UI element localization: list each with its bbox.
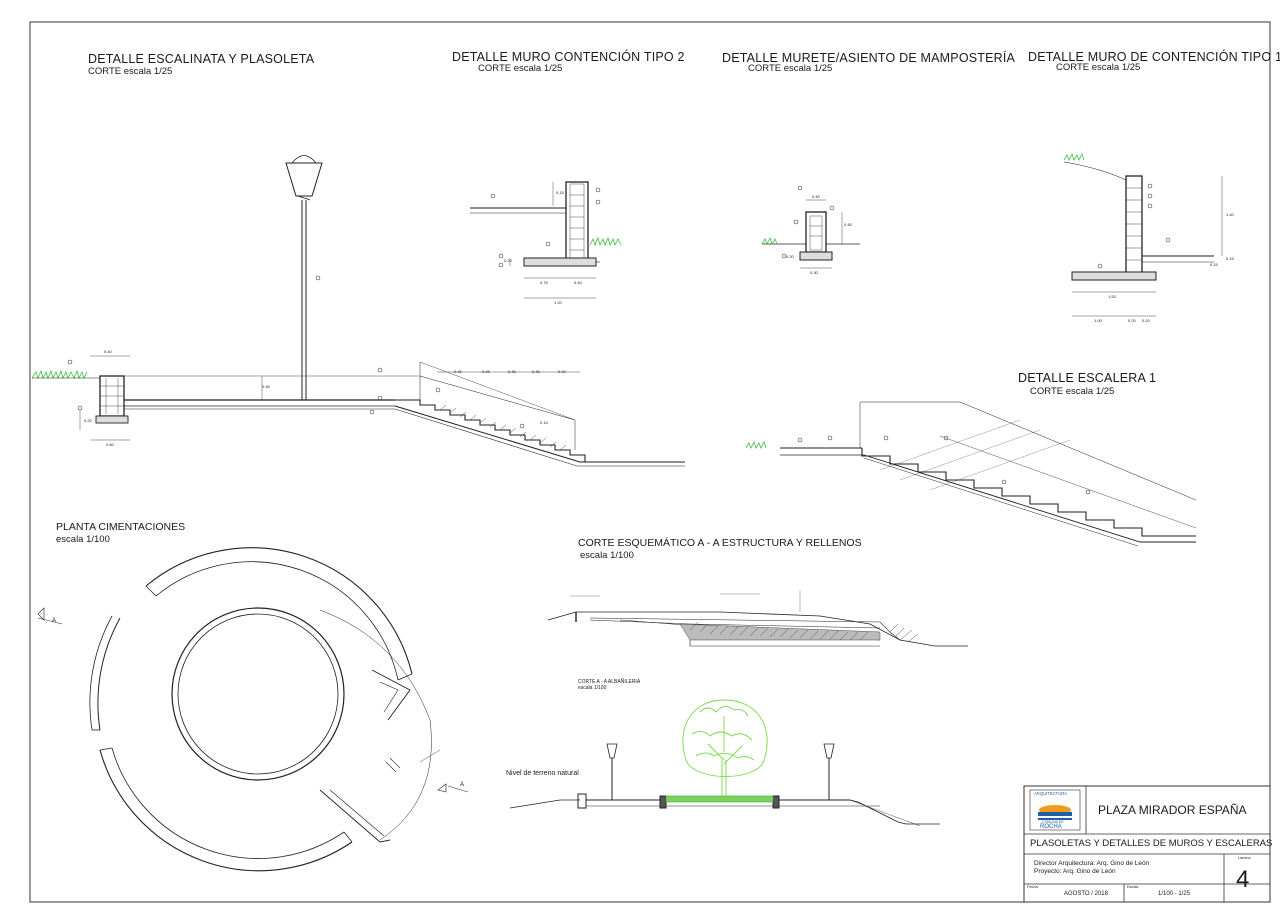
murete-subtitle: CORTE escala 1/25	[748, 63, 833, 74]
logo-sub-text: COMUNA DE	[1042, 820, 1064, 824]
logo-graphic	[1029, 789, 1081, 831]
planta-section	[37, 547, 469, 872]
lamina-number: 4	[1236, 866, 1250, 893]
logo-top-text: ARQUITECTURA	[1034, 791, 1068, 796]
dimension-label: 0.45	[454, 369, 462, 374]
corte-albanileria-section	[509, 699, 940, 827]
dimension-label: 0.75	[540, 280, 548, 285]
dimension-label: 0.45	[508, 369, 516, 374]
sheet-title: PLASOLETAS Y DETALLES DE MUROS Y ESCALER…	[1030, 838, 1273, 849]
escalera-title: DETALLE ESCALERA 1	[1018, 371, 1157, 385]
muro1-section	[1063, 152, 1223, 317]
proyecto-line: Proyecto: Arq. Gino de León	[1034, 868, 1116, 875]
muro1-subtitle: CORTE escala 1/25	[1056, 62, 1141, 73]
escalinata-title: DETALLE ESCALINATA Y PLASOLETA	[88, 52, 315, 66]
dimension-label: 0.30	[810, 270, 818, 275]
dimension-label: 0.15	[556, 190, 564, 195]
dimension-label: 0.40	[104, 349, 112, 354]
corte-esquematico-title: CORTE ESQUEMÁTICO A - A ESTRUCTURA Y REL…	[578, 537, 862, 549]
dimension-label: 0.20	[786, 254, 794, 259]
dimension-label: 1.00	[1094, 318, 1102, 323]
dimension-label: 0.45	[532, 369, 540, 374]
dimension-label: 0.40	[812, 194, 820, 199]
dimension-label: 0.15	[1226, 256, 1234, 261]
muro2-section	[470, 181, 622, 299]
fecha-label: Fecha	[1027, 885, 1038, 889]
sheet-border	[29, 21, 1271, 903]
dimension-label: 0.20	[1142, 318, 1150, 323]
director-line: Director Arquitectura: Arq. Gino de León	[1034, 860, 1150, 867]
dimension-label: 0.20	[504, 258, 512, 263]
project-name: PLAZA MIRADOR ESPAÑA	[1098, 803, 1247, 817]
murete-title: DETALLE MURETE/ASIENTO DE MAMPOSTERÍA	[722, 51, 1016, 65]
dimension-label: 0.15	[1210, 262, 1218, 267]
muro2-subtitle: CORTE escala 1/25	[478, 63, 563, 74]
dimension-label: 0.45	[844, 222, 852, 227]
lamina-label: Lamina	[1238, 856, 1251, 860]
dimension-label: 0.15	[540, 420, 548, 425]
cut-mark-left: A	[52, 618, 57, 624]
escalinata-subtitle: CORTE escala 1/25	[88, 66, 173, 77]
fecha-value: AGOSTO / 2018	[1064, 891, 1108, 897]
escala-value: 1/100 - 1/25	[1158, 891, 1191, 897]
corte-esquematico-subtitle: escala 1/100	[580, 550, 634, 561]
muro1-title: DETALLE MURO DE CONTENCIÓN TIPO 1	[1028, 50, 1280, 64]
title-block-frame	[1023, 785, 1271, 903]
dimension-label: 1.40	[1226, 212, 1234, 217]
escalera-subtitle: CORTE escala 1/25	[1030, 386, 1115, 397]
planta-title: PLANTA CIMENTACIONES	[56, 521, 186, 533]
dimension-label: 0.20	[1128, 318, 1136, 323]
corte-albanileria-title: CORTE A - A ALBAÑILERIA	[578, 679, 641, 685]
corte-albanileria-subtitle: escala 1/100	[578, 685, 607, 691]
corte-esquematico-section	[547, 590, 968, 647]
escalinata-section	[31, 155, 685, 467]
dimension-label: 0.60	[106, 442, 114, 447]
dimension-label: 0.20	[84, 418, 92, 423]
dimension-label: 1.20	[554, 300, 562, 305]
dimension-label: 0.40	[558, 369, 566, 374]
muro2-title: DETALLE MURO CONTENCIÓN TIPO 2	[452, 50, 685, 64]
planta-subtitle: escala 1/100	[56, 534, 110, 545]
murete-section	[761, 185, 860, 269]
escala-label: Escala	[1127, 885, 1139, 889]
dimension-label: 0.40	[574, 280, 582, 285]
dimension-label: 1.53	[1108, 294, 1116, 299]
dimension-label: 0.45	[482, 369, 490, 374]
logo-bottom-text: ROCHA	[1040, 824, 1062, 830]
nivel-terreno-label: Nivel de terreno natural	[506, 770, 579, 777]
dimension-label: 0.45	[262, 384, 270, 389]
cut-mark-right: A	[460, 782, 465, 788]
escalera-section	[745, 401, 1197, 547]
